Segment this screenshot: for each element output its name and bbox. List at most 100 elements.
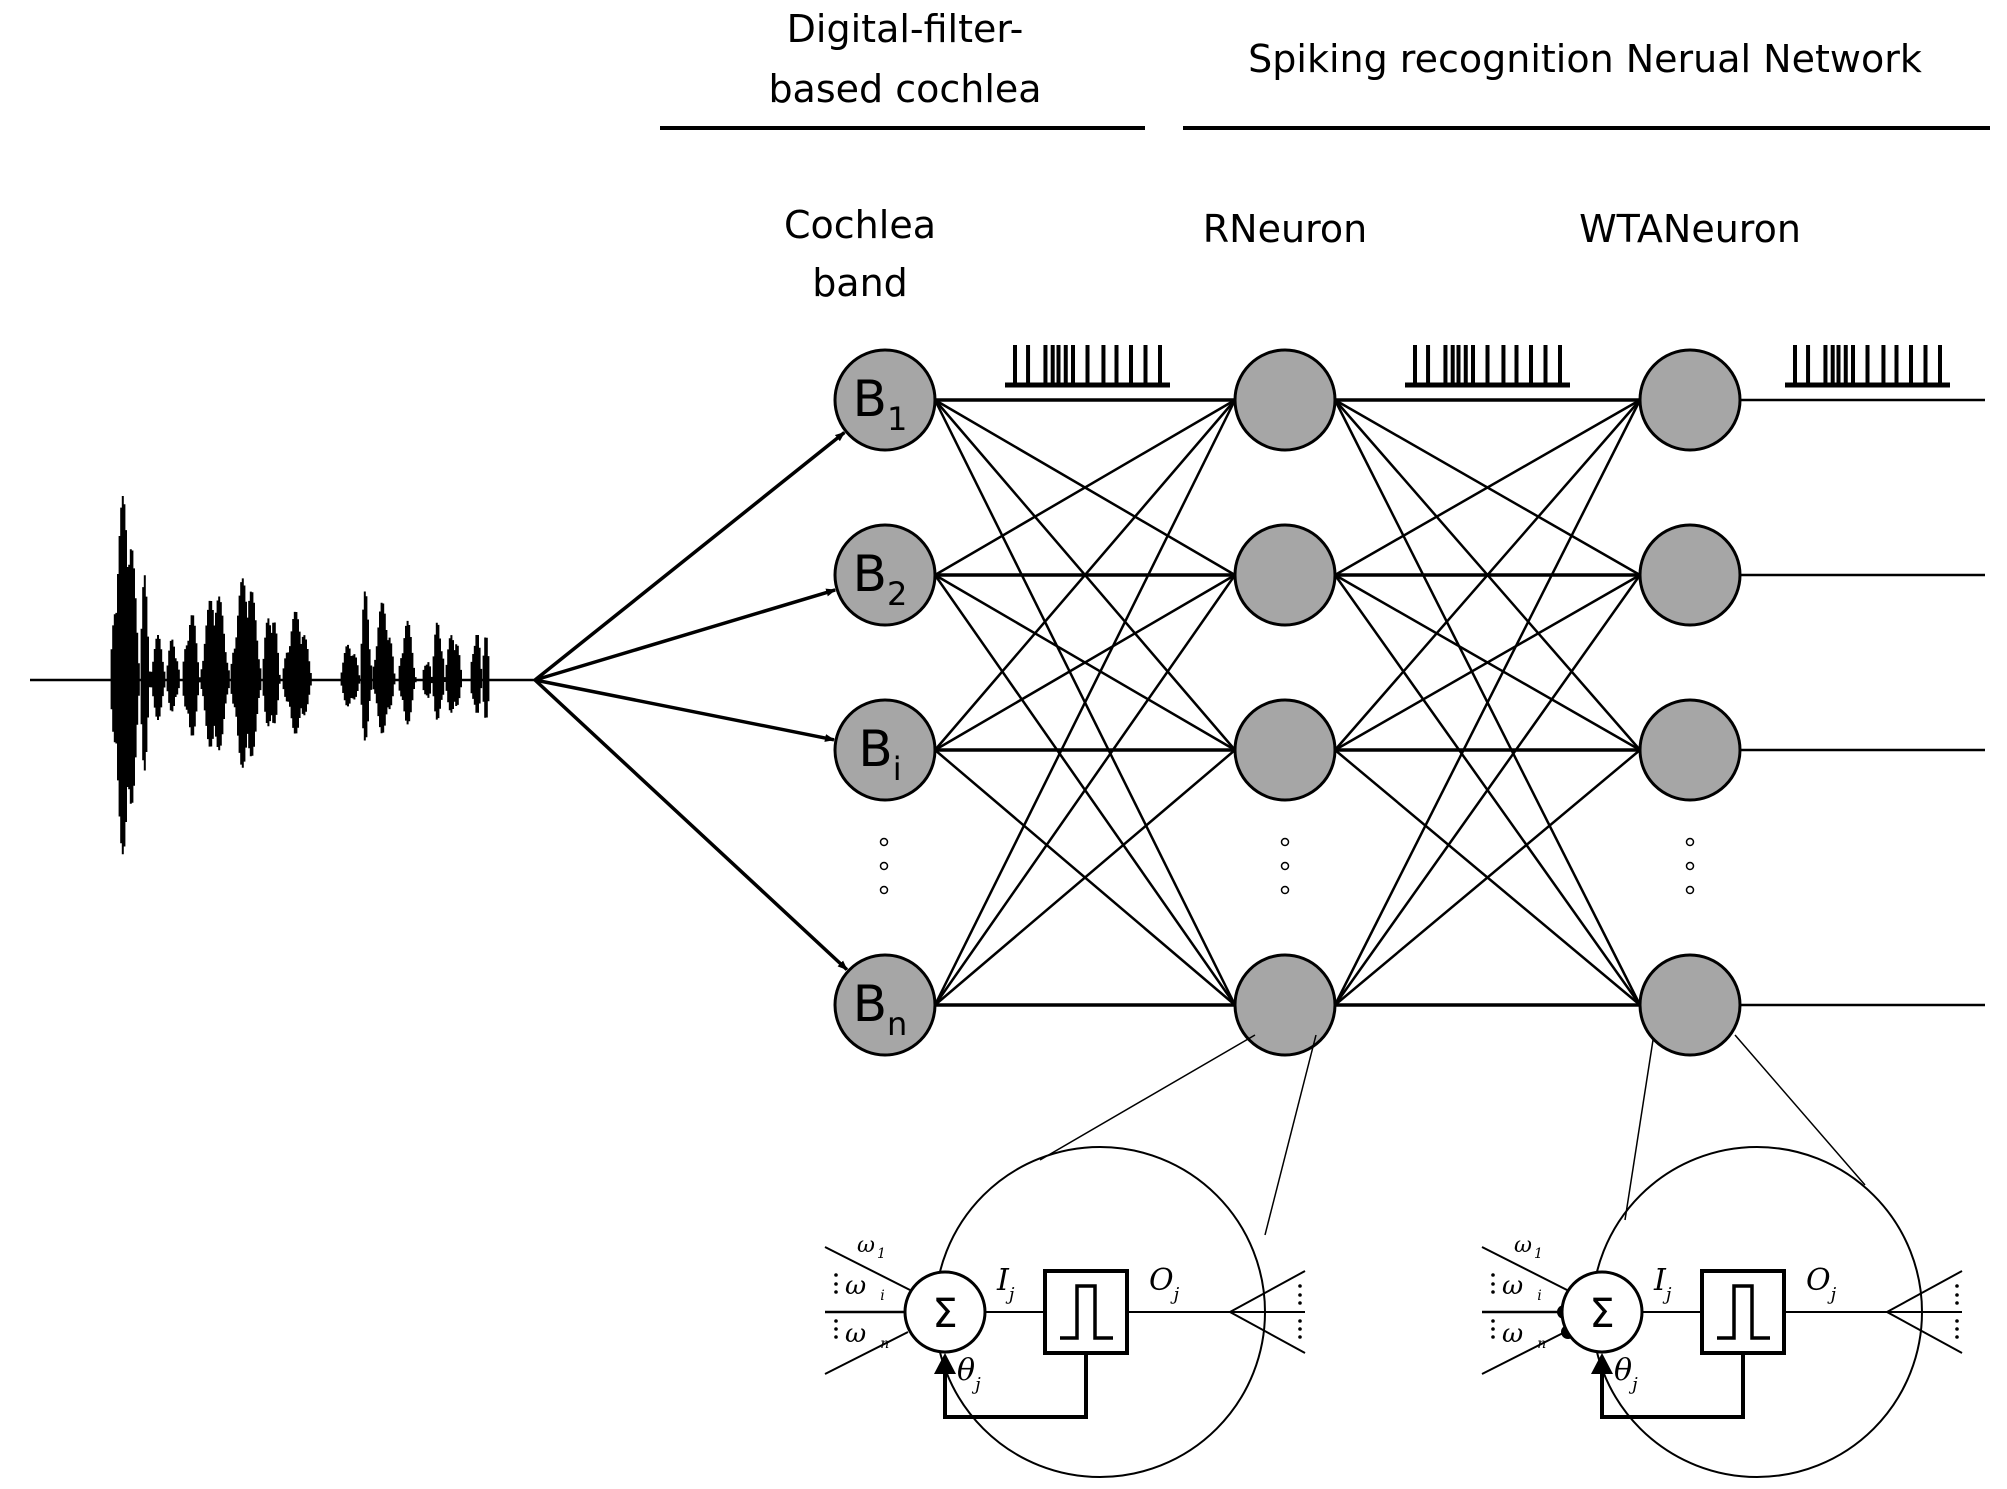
output-ellipsis-dot bbox=[1955, 1319, 1959, 1323]
band-label: Bi bbox=[858, 720, 901, 788]
input-weight-line bbox=[1481, 1331, 1566, 1375]
weight-subscript: 1 bbox=[1534, 1246, 1543, 1262]
weight-symbol: ω bbox=[1502, 1271, 1523, 1301]
ellipsis-dot bbox=[1685, 837, 1695, 847]
synapse-line bbox=[934, 399, 1236, 751]
threshold-symbol: θ bbox=[1614, 1353, 1632, 1388]
layer-ellipses bbox=[879, 837, 1695, 895]
audio-waveform bbox=[30, 496, 535, 855]
output-ellipsis-dot bbox=[1298, 1284, 1302, 1288]
synapse-line bbox=[934, 398, 1236, 577]
threshold-subscript: j bbox=[971, 1374, 981, 1395]
band-label-base: B bbox=[853, 545, 887, 603]
output-ellipsis-dot bbox=[1955, 1284, 1959, 1288]
cochlea-band-neuron: Bn bbox=[833, 953, 937, 1057]
output-label: Oj bbox=[1149, 1263, 1180, 1305]
synapse-line bbox=[933, 574, 1237, 1006]
fanout-line bbox=[1229, 1270, 1306, 1313]
network-section-header: Spiking recognition Nerual Network bbox=[1183, 37, 1990, 130]
wta-neuron bbox=[1638, 953, 1742, 1057]
input-current-subscript: j bbox=[1005, 1284, 1015, 1305]
rneuron-layer bbox=[1233, 348, 1337, 1057]
spike-train bbox=[1785, 345, 1950, 388]
input-current-label: Ij bbox=[1653, 1263, 1672, 1305]
band-label-base: B bbox=[858, 720, 892, 778]
spike-generator-box bbox=[1700, 1269, 1786, 1355]
wta-neuron bbox=[1638, 348, 1742, 452]
threshold-feedback-path bbox=[1600, 1353, 1745, 1419]
input-weight-line bbox=[1481, 1246, 1568, 1291]
weight-subscript: 1 bbox=[877, 1246, 886, 1262]
output-ellipsis-dot bbox=[1955, 1301, 1959, 1305]
input-ellipsis-dot bbox=[834, 1282, 838, 1286]
threshold-feedback-path bbox=[943, 1353, 1088, 1419]
synapse-line bbox=[1333, 574, 1642, 1006]
input-current-symbol: I bbox=[1653, 1263, 1667, 1298]
rneuron bbox=[1233, 348, 1337, 452]
output-ellipsis-dot bbox=[1955, 1327, 1959, 1331]
pulse-icon bbox=[1060, 1284, 1113, 1340]
band-label-base: B bbox=[853, 975, 887, 1033]
cochlea-header-line2: based cochlea bbox=[768, 67, 1041, 111]
rneuron bbox=[1233, 953, 1337, 1057]
threshold-subscript: j bbox=[1628, 1374, 1638, 1395]
input-ellipsis-dot bbox=[834, 1319, 838, 1323]
weight-symbol: ω bbox=[1514, 1233, 1532, 1258]
ellipsis-dot bbox=[879, 861, 889, 871]
input-arrow bbox=[534, 588, 837, 682]
cochlea-to-rneuron-connections bbox=[933, 398, 1237, 1007]
band-label: B2 bbox=[853, 545, 908, 613]
input-ellipsis-dot bbox=[834, 1273, 838, 1277]
rneuron bbox=[1233, 698, 1337, 802]
input-weight-line bbox=[824, 1331, 909, 1375]
cochlea-band-circle bbox=[833, 698, 937, 802]
rneuron-callout-line-right bbox=[1264, 1034, 1317, 1236]
weight-symbol: ω bbox=[857, 1233, 875, 1258]
cochlea-header-line1: Digital-filter- bbox=[787, 7, 1024, 51]
output-ellipsis-dot bbox=[1298, 1335, 1302, 1339]
weight-subscript: i bbox=[880, 1288, 884, 1304]
input-ellipsis-dot bbox=[1491, 1282, 1495, 1286]
input-ellipsis-dot bbox=[1491, 1319, 1495, 1323]
spike-generator-box bbox=[1043, 1269, 1129, 1355]
weight-symbol: ω bbox=[845, 1271, 866, 1301]
rneuron-to-wta-connections bbox=[1333, 398, 1642, 1007]
input-current-symbol: I bbox=[996, 1263, 1010, 1298]
network-header-title: Spiking recognition Nerual Network bbox=[1248, 37, 1922, 81]
output-ellipsis-dot bbox=[1298, 1293, 1302, 1297]
rneuron-label: RNeuron bbox=[1203, 207, 1367, 251]
input-ellipsis-dot bbox=[1491, 1290, 1495, 1294]
spike-trains bbox=[1005, 345, 1950, 388]
synapse-line bbox=[1333, 399, 1642, 1006]
wta-neuron-layer bbox=[1638, 348, 1742, 1057]
input-ellipsis-dot bbox=[1491, 1335, 1495, 1339]
wta-neuron bbox=[1638, 698, 1742, 802]
spike-train bbox=[1405, 345, 1570, 388]
ellipsis-dot bbox=[879, 837, 889, 847]
wta-neuron bbox=[1638, 523, 1742, 627]
wtaneuron-label: WTANeuron bbox=[1579, 207, 1801, 251]
weight-subscript: n bbox=[1537, 1336, 1546, 1352]
cochlea-band-neuron: Bi bbox=[833, 698, 937, 802]
feedback-arrowhead bbox=[1591, 1353, 1613, 1374]
synapse-line bbox=[934, 749, 1236, 1006]
feedback-arrowhead bbox=[934, 1353, 956, 1374]
band-label: B1 bbox=[853, 370, 908, 438]
rneuron bbox=[1233, 523, 1337, 627]
input-ellipsis-dot bbox=[834, 1327, 838, 1331]
sigma-symbol: Σ bbox=[1589, 1291, 1614, 1337]
ellipsis-dot bbox=[879, 885, 889, 895]
wta-output-lines bbox=[1740, 398, 1985, 1007]
band-label-subscript: 1 bbox=[887, 400, 907, 438]
pulse-icon bbox=[1717, 1284, 1770, 1340]
output-symbol: O bbox=[1806, 1263, 1831, 1298]
fanout-line bbox=[1886, 1270, 1963, 1313]
input-ellipsis-dot bbox=[1491, 1327, 1495, 1331]
